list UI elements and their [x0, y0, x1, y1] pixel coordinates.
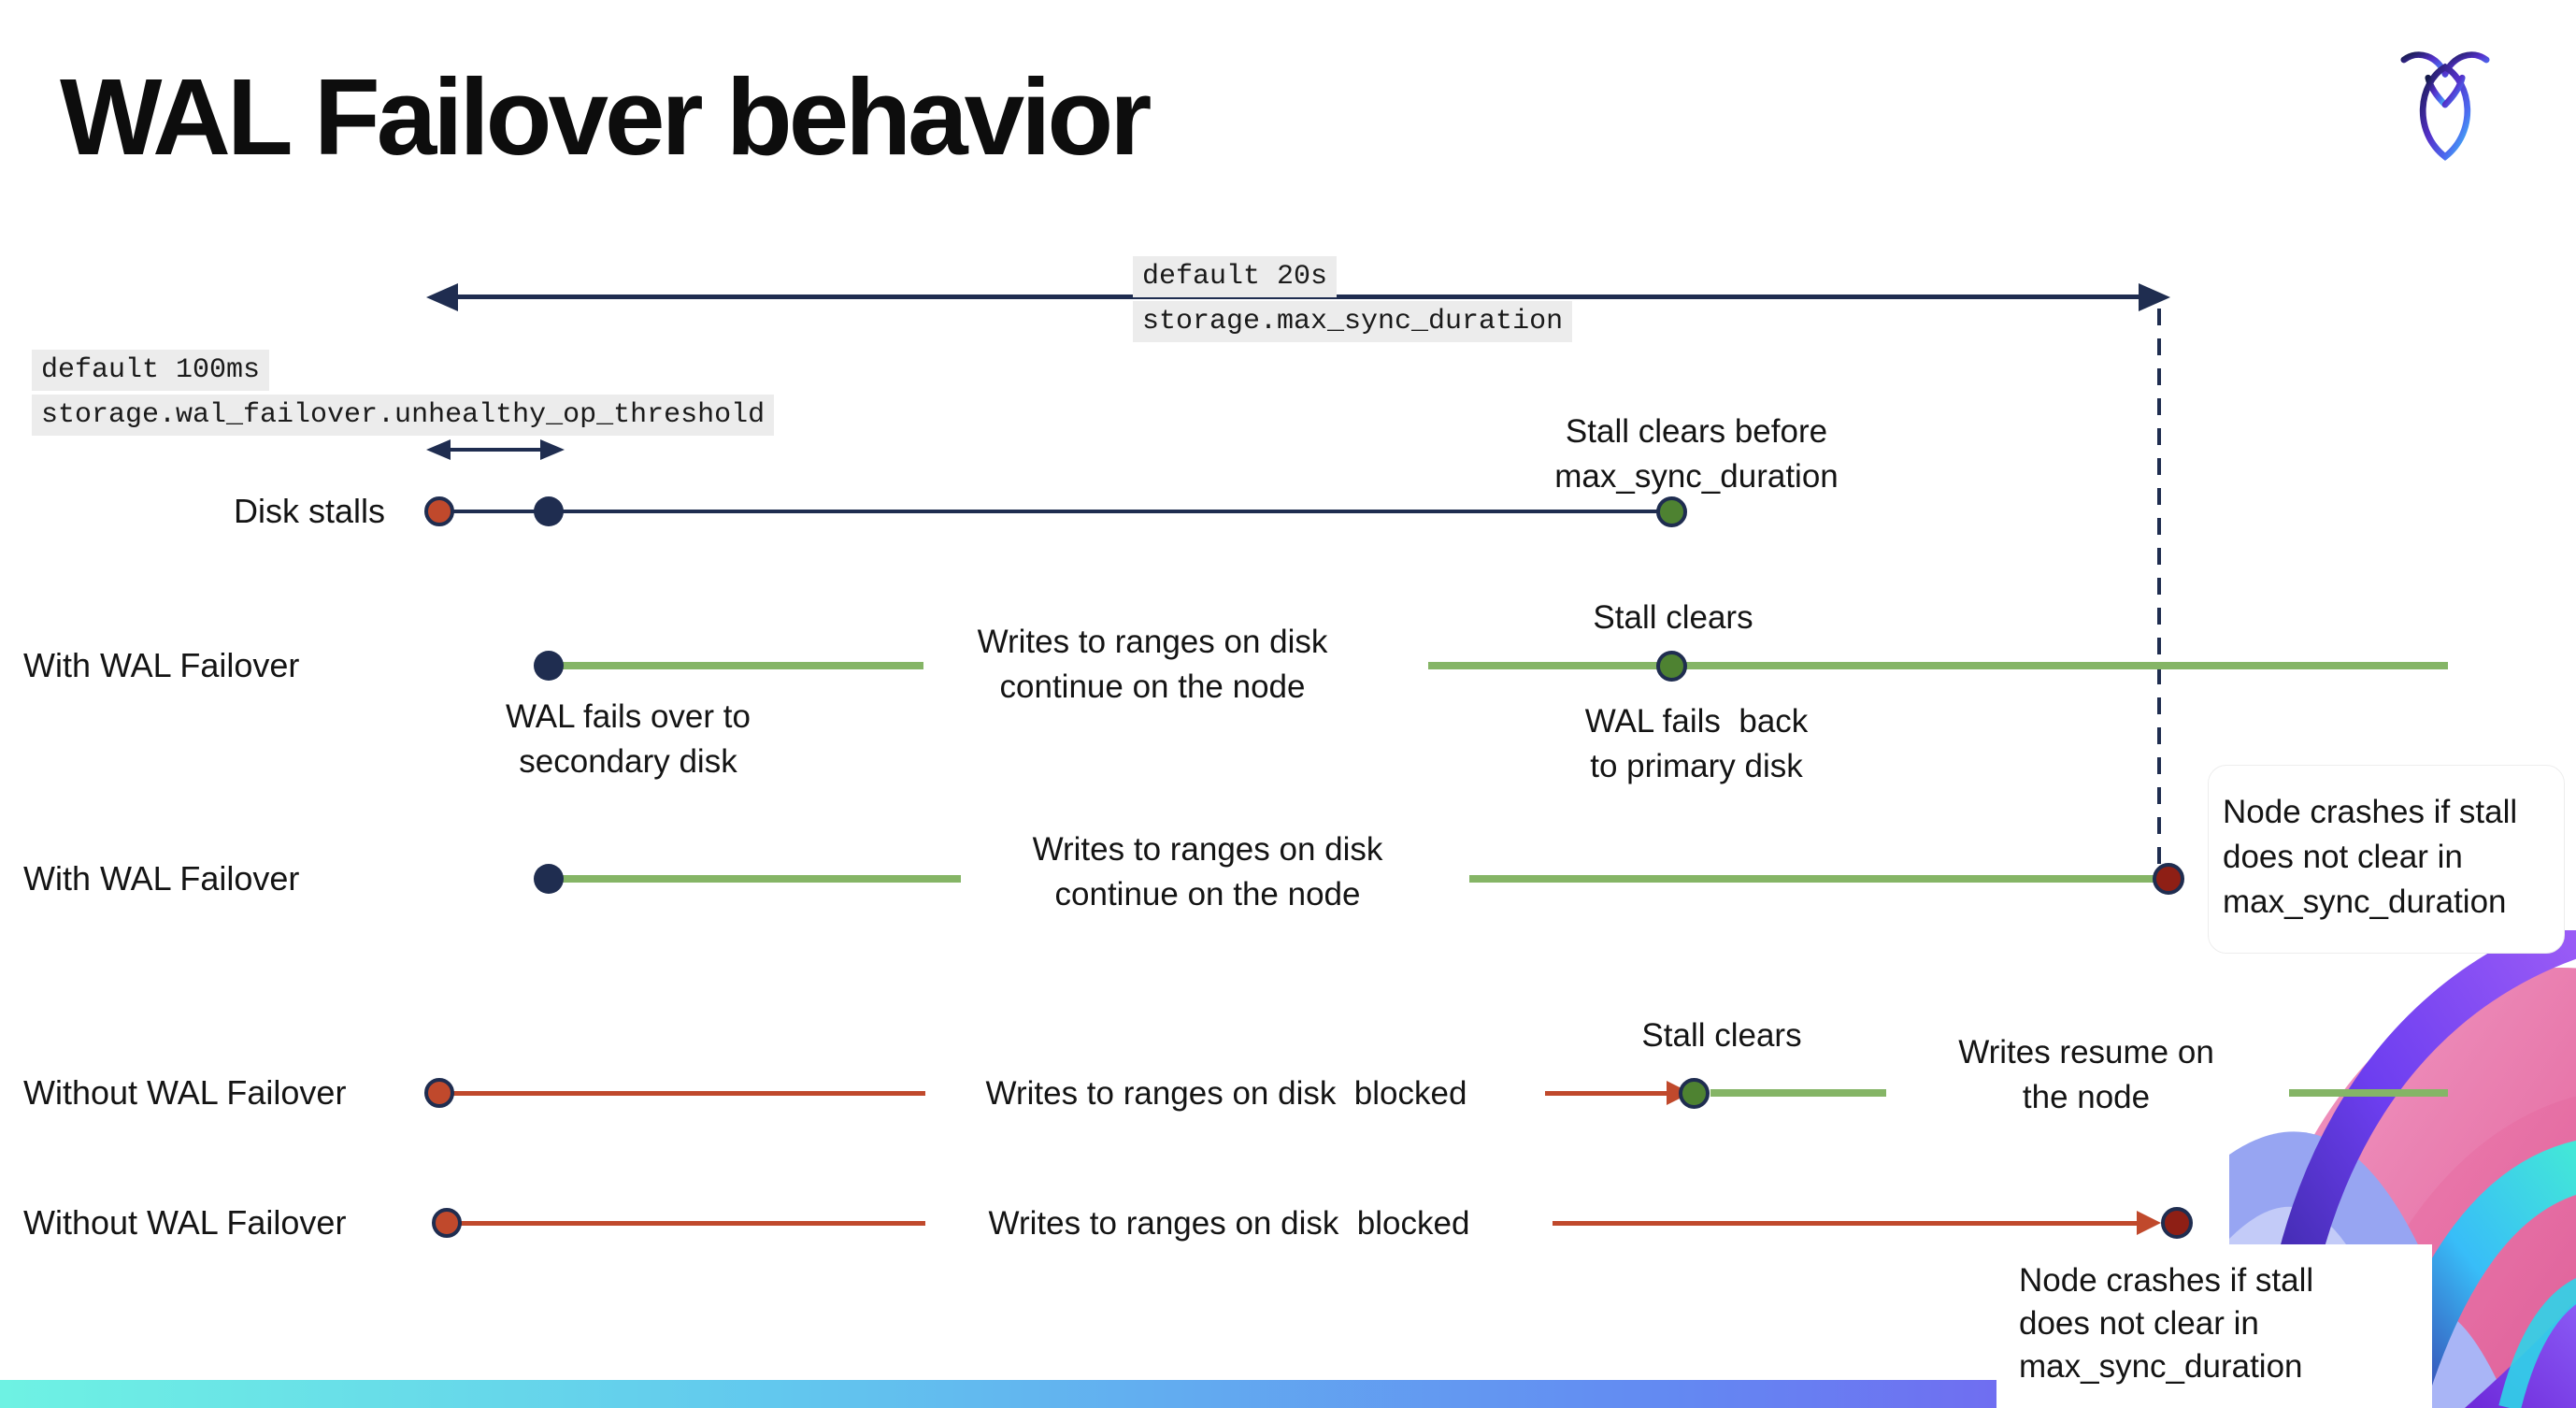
writes-continue-label-row3: Writes to ranges on disk continue on the… [1032, 831, 1383, 912]
wal-fails-back-label: WAL fails back to primary disk [1584, 703, 1809, 784]
max-sync-setting-label: storage.max_sync_duration [1133, 301, 1573, 342]
disk-stall-start-dot [424, 496, 454, 526]
failover-threshold-dot [534, 496, 564, 526]
row5-red-line-b [1553, 1221, 2137, 1226]
row3-green-line-a [549, 875, 961, 883]
row-label-disk-stalls: Disk stalls [233, 492, 385, 530]
row-label-without-wal-failover-1: Without WAL Failover [23, 1073, 347, 1112]
writes-blocked-label-row4: Writes to ranges on disk blocked [985, 1075, 1467, 1112]
stall-clears-dot-row4 [1679, 1078, 1710, 1109]
node-crashes-label-row3: Node crashes if stall does not clear in … [2223, 794, 2518, 920]
stall-clears-dot-row2 [1656, 651, 1687, 682]
row4-green-line [1710, 1089, 1886, 1097]
threshold-arrow-line [447, 448, 544, 452]
threshold-arrow-right-head [540, 439, 565, 460]
row4-red-line-b [1545, 1091, 1667, 1096]
writes-resume-label: Writes resume on the node [1958, 1034, 2214, 1115]
max-sync-default-label: default 20s [1133, 256, 1338, 297]
threshold-arrow-left-head [426, 439, 451, 460]
row4-green-line-right [2289, 1089, 2448, 1097]
arrow-right-head [2139, 283, 2170, 311]
row2-green-line-a [549, 662, 923, 669]
stall-clears-dot-row1 [1656, 496, 1687, 527]
disk-stall-dot-row5 [432, 1208, 462, 1238]
row5-red-arrow-head [2137, 1211, 2161, 1235]
unhealthy-op-default-label: default 100ms [32, 350, 270, 391]
arrow-left-head [426, 283, 458, 311]
max-sync-dashed-line [2157, 309, 2161, 866]
row5-red-line-a [447, 1221, 925, 1226]
row-label-without-wal-failover-2: Without WAL Failover [23, 1203, 347, 1242]
cockroachdb-logo-icon [2400, 47, 2490, 163]
stall-clears-label-row2: Stall clears [1593, 599, 1753, 636]
stall-clears-label-row4: Stall clears [1641, 1017, 1802, 1054]
row3-green-line-b [1469, 875, 2168, 883]
stall-clears-before-label: Stall clears before max_sync_duration [1554, 413, 1839, 495]
wal-failover-dot-row3 [534, 864, 564, 894]
unhealthy-op-setting-label: storage.wal_failover.unhealthy_op_thresh… [32, 395, 775, 436]
row2-green-line-b [1428, 662, 2448, 669]
wal-failover-dot-row2 [534, 651, 564, 681]
node-crashes-box-row3 [2208, 765, 2565, 954]
row4-red-line-a [439, 1091, 925, 1096]
page-title: WAL Failover behavior [60, 56, 1152, 178]
node-crashes-callout-row5: Node crashes if stall does not clear in … [1996, 1244, 2432, 1408]
node-crash-dot-row5 [2161, 1207, 2193, 1239]
node-crash-dot-row3 [2153, 863, 2184, 895]
disk-stalls-timeline [439, 510, 1671, 513]
writes-blocked-label-row5: Writes to ranges on disk blocked [988, 1205, 1470, 1242]
wal-fails-over-label: WAL fails over to secondary disk [506, 698, 751, 780]
writes-continue-label-row2: Writes to ranges on disk continue on the… [977, 624, 1328, 705]
row-label-with-wal-failover-1: With WAL Failover [23, 646, 300, 684]
row-label-with-wal-failover-2: With WAL Failover [23, 859, 300, 898]
disk-stall-dot-row4 [424, 1078, 454, 1108]
